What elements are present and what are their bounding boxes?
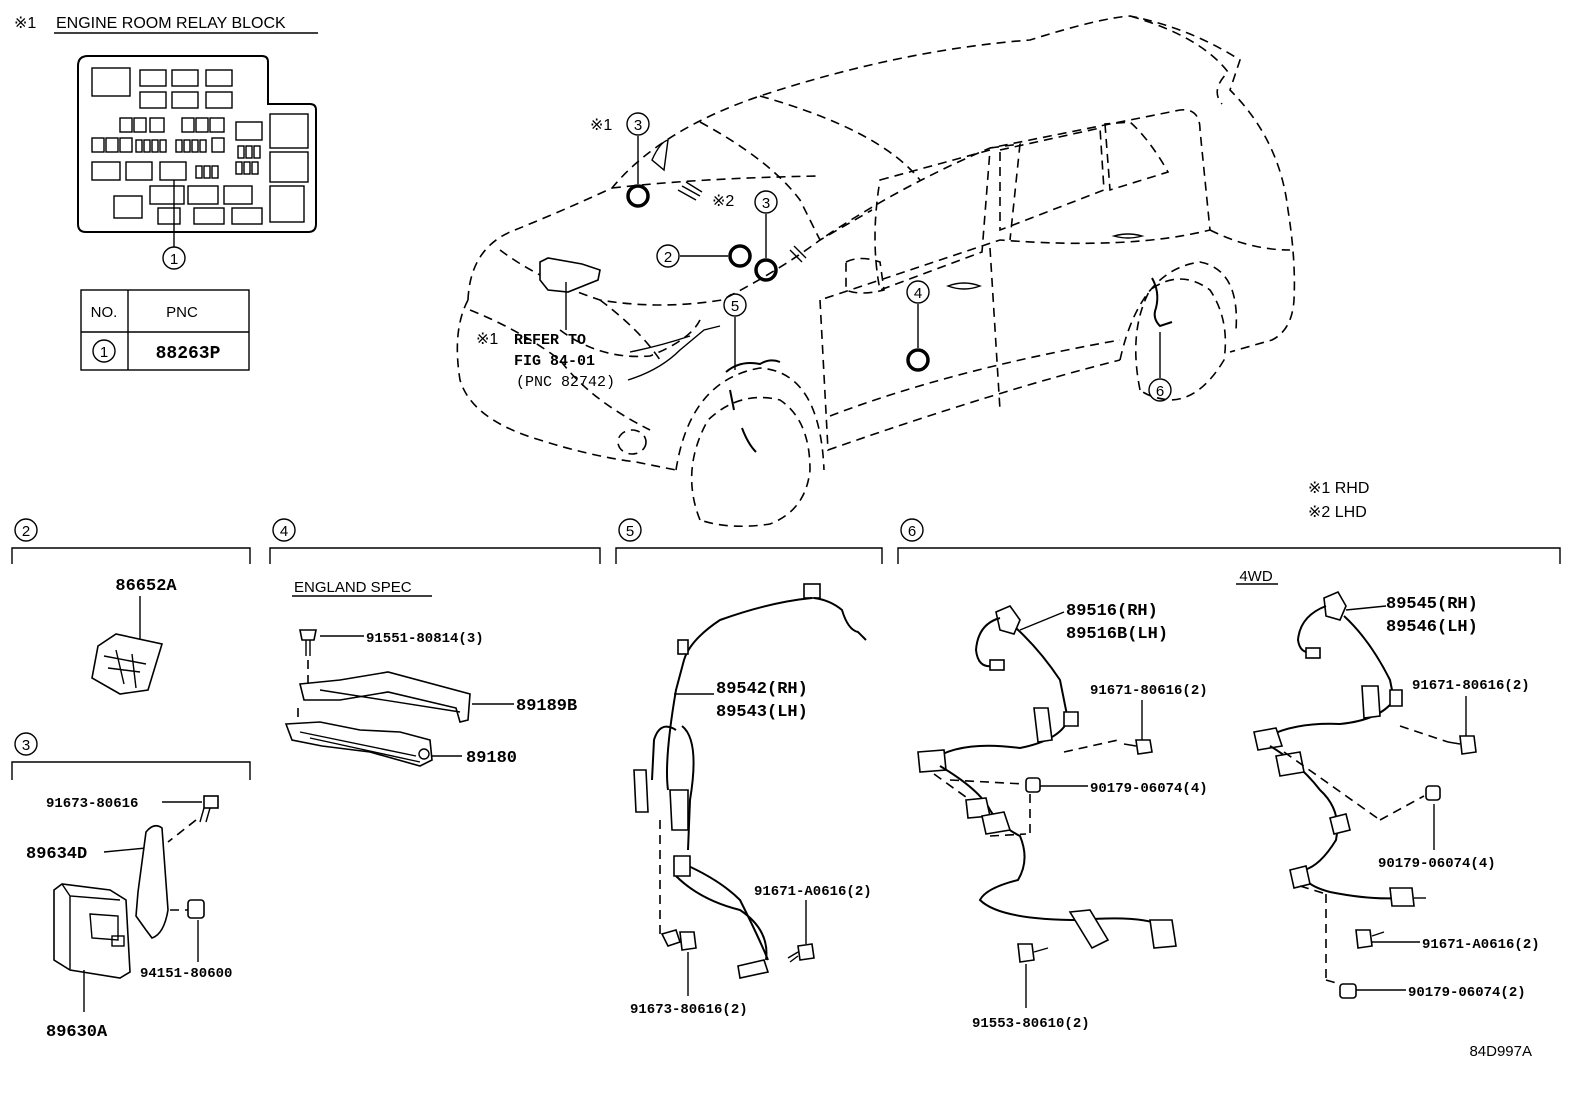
- ecu-module-drawing: [53, 883, 131, 979]
- screw-icon: [299, 629, 317, 656]
- clip-icon: [1339, 983, 1357, 999]
- part-90179-06074-left-label: 90179-06074(4): [1090, 781, 1208, 797]
- bolt-icon: [1447, 735, 1477, 755]
- cover-drawing: [298, 671, 471, 723]
- vehicle-callout-4: 4: [914, 285, 922, 302]
- section-6-subtitle: 4WD: [1239, 568, 1273, 585]
- section-3-number: 3: [22, 737, 30, 754]
- bolt-icon: [660, 929, 697, 951]
- section-2-number: 2: [22, 523, 30, 540]
- part-89516B-label: 89516B(LH): [1066, 625, 1168, 644]
- refer-line-3: (PNC 82742): [516, 374, 615, 391]
- section-4: 4 ENGLAND SPEC 91551-80814(3) 89189B 891…: [269, 518, 601, 768]
- part-89189B-label: 89189B: [516, 697, 577, 716]
- pnc-row-pnc: 88263P: [156, 344, 221, 364]
- part-91671-80616-right-label: 91671-80616(2): [1412, 678, 1530, 694]
- section-6: 6 4WD 89516(RH) 89516B(LH) 91671-80616(2…: [897, 518, 1561, 1032]
- sensor-location-2: [728, 244, 752, 268]
- relay-block-section: ※1 ENGINE ROOM RELAY BLOCK: [14, 15, 318, 270]
- clip-icon: [1425, 785, 1441, 801]
- section-6-number: 6: [908, 523, 916, 540]
- bolt-icon: [787, 943, 815, 963]
- front-speed-sensor-drawing: [633, 583, 867, 979]
- relay-note-mark: ※1: [14, 15, 36, 32]
- bolt-icon: [199, 795, 219, 823]
- section-4-number: 4: [280, 523, 288, 540]
- bolt-icon: [1017, 943, 1049, 963]
- vehicle-callout-5: 5: [731, 298, 739, 315]
- vehicle-note-lhd: ※2: [712, 193, 734, 210]
- clip-icon: [1025, 777, 1041, 793]
- pnc-header-pnc: PNC: [166, 304, 198, 321]
- spec-legend: ※1 RHD ※2 LHD: [1308, 480, 1369, 521]
- vehicle-callout-6: 6: [1156, 383, 1164, 400]
- section-5-number: 5: [626, 523, 634, 540]
- part-89546-label: 89546(LH): [1386, 618, 1478, 637]
- figure-code: 84D997A: [1469, 1043, 1532, 1060]
- vehicle-drawing: ※1 3 ※2 3 2 4 5 6 ※1 REFER TO FIG 84-01 …: [456, 15, 1296, 528]
- part-86652A-label: 86652A: [115, 577, 177, 596]
- bracket-drawing: [135, 824, 169, 939]
- part-91671-A0616-label: 91671-A0616(2): [754, 884, 872, 900]
- part-91673-80616-label: 91673-80616: [46, 796, 138, 812]
- rear-sensor-left-drawing: [917, 605, 1177, 950]
- part-86652A-drawing: [91, 633, 164, 695]
- legend-lhd: ※2 LHD: [1308, 504, 1367, 521]
- part-91671-80616-left-label: 91671-80616(2): [1090, 683, 1208, 699]
- vehicle-callout-3-lhd: 3: [762, 195, 770, 212]
- bolt-icon: [1355, 929, 1385, 949]
- part-91553-80610-label: 91553-80610(2): [972, 1016, 1090, 1032]
- part-89542-label: 89542(RH): [716, 680, 808, 699]
- part-91671-A0616-right-label: 91671-A0616(2): [1422, 937, 1540, 953]
- pnc-header-no: NO.: [91, 304, 118, 321]
- refer-note-mark: ※1: [476, 331, 498, 348]
- refer-line-1: REFER TO: [514, 332, 586, 349]
- part-89634D-label: 89634D: [26, 845, 87, 864]
- part-89543-label: 89543(LH): [716, 703, 808, 722]
- legend-rhd: ※1 RHD: [1308, 480, 1369, 497]
- relay-callout-circle: [162, 246, 186, 270]
- part-89516-label: 89516(RH): [1066, 602, 1158, 621]
- nut-icon: [187, 899, 205, 919]
- sensor-location-lhd: [754, 258, 778, 282]
- part-91673-80616-2-label: 91673-80616(2): [630, 1002, 748, 1018]
- vehicle-callout-2: 2: [664, 249, 672, 266]
- part-89630A-label: 89630A: [46, 1023, 108, 1042]
- part-89545-label: 89545(RH): [1386, 595, 1478, 614]
- section-4-subtitle: ENGLAND SPEC: [294, 579, 412, 596]
- relay-block-title: ENGINE ROOM RELAY BLOCK: [56, 15, 286, 32]
- part-94151-80600-label: 94151-80600: [140, 966, 232, 982]
- sensor-location-rhd: [626, 184, 650, 208]
- relay-callout-number: 1: [170, 251, 178, 268]
- part-90179-06074-2-label: 90179-06074(2): [1408, 985, 1526, 1001]
- rear-sensor-right-drawing: [1253, 590, 1426, 907]
- harness-clamp-drawing: [284, 721, 433, 767]
- sensor-location-4: [906, 348, 930, 372]
- vehicle-callout-3-rhd: 3: [634, 117, 642, 134]
- section-5: 5 89542(RH) 89543(LH) 91673-80616(2) 916…: [615, 518, 883, 1018]
- refer-line-2: FIG 84-01: [514, 353, 595, 370]
- pnc-row-no: 1: [100, 344, 108, 361]
- section-2: 2 86652A: [11, 518, 251, 695]
- part-91551-80814-label: 91551-80814(3): [366, 631, 484, 647]
- relay-block-fuses: [91, 67, 309, 225]
- part-89180-label: 89180: [466, 749, 517, 768]
- vehicle-note-rhd: ※1: [590, 117, 612, 134]
- relay-block-outline: [77, 55, 317, 233]
- bolt-icon: [1123, 739, 1153, 755]
- section-3: 3 91673-80616 89634D 94151-80600 89630A: [11, 732, 251, 1042]
- part-90179-06074-right-label: 90179-06074(4): [1378, 856, 1496, 872]
- pnc-table: NO. PNC 1 88263P: [80, 289, 250, 371]
